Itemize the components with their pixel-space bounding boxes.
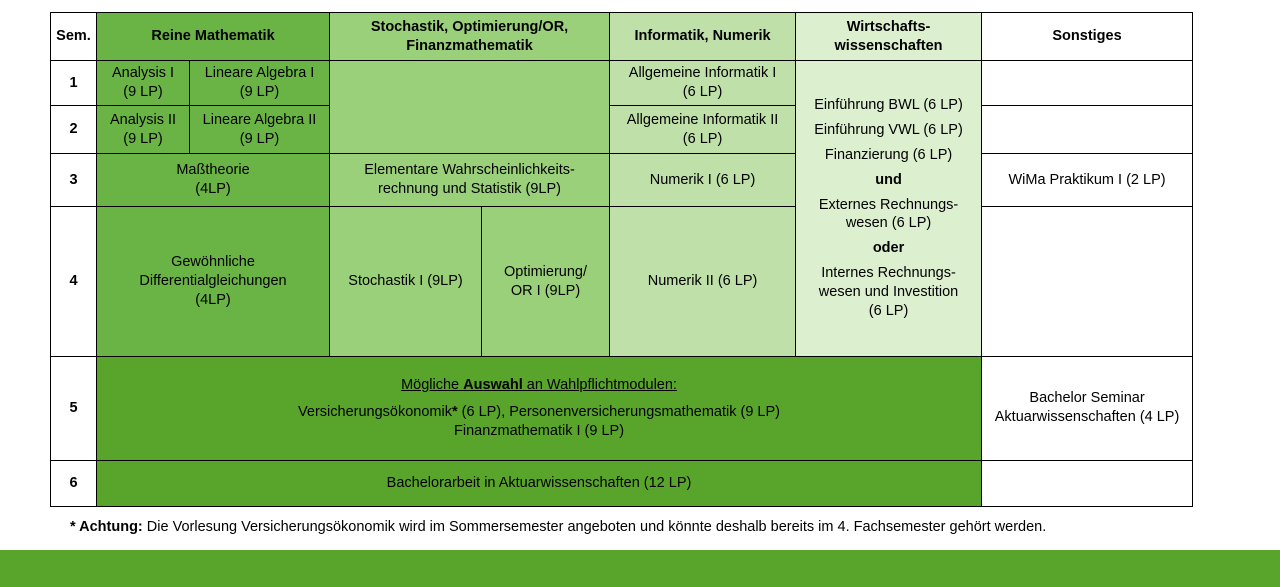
wahlpflicht-title: Mögliche Auswahl an Wahlpflichtmodulen:	[99, 376, 979, 395]
module-name-line2: rechnung und Statistik (9LP)	[378, 181, 561, 198]
module-name: Lineare Algebra II	[202, 111, 317, 128]
semester-number: 3	[50, 153, 97, 208]
module-credits: (6 LP)	[682, 84, 723, 101]
semester-number: 2	[50, 105, 97, 155]
wirtschaft-intern: Internes Rechnungs- wesen und Investitio…	[798, 264, 979, 321]
wirtschaft-intern-line2: wesen und Investition	[818, 283, 959, 300]
module-name-line1: Elementare Wahrscheinlichkeits-	[364, 162, 575, 179]
module-name: Analysis II	[109, 111, 177, 128]
semester-row-3: 3 Maßtheorie (4LP) Elementare Wahrschein…	[50, 153, 1194, 208]
cell-sonstiges-2	[981, 105, 1194, 155]
module-name: Lineare Algebra I	[204, 65, 315, 82]
wirtschaft-oder: oder	[872, 240, 905, 257]
wirtschaft-finanzierung: Finanzierung (6 LP)	[824, 146, 953, 163]
module-name: Allgemeine Informatik I	[628, 65, 777, 82]
cell-sonstiges-1	[981, 60, 1194, 107]
wahlpflicht-line2: Finanzmathematik I (9 LP)	[453, 422, 625, 439]
cell-wima-praktikum: WiMa Praktikum I (2 LP)	[981, 153, 1194, 208]
cell-informatik-1: Allgemeine Informatik I (6 LP)	[609, 60, 797, 107]
module-name-line2: Aktuarwissenschaften (4 LP)	[994, 409, 1180, 426]
semester-row-5: 5 Mögliche Auswahl an Wahlpflichtmodulen…	[50, 355, 1194, 461]
semester-row-2: 2 Analysis II (9 LP) Lineare Algebra II …	[50, 105, 1194, 155]
cell-bachelorarbeit: Bachelorarbeit in Aktuarwissenschaften (…	[95, 459, 983, 508]
wirtschaft-vwl: Einführung VWL (6 LP)	[814, 122, 963, 138]
cell-masstheorie: Maßtheorie (4LP)	[95, 153, 331, 208]
study-plan-table: Sem. Reine Mathematik Stochastik, Optimi…	[50, 11, 1194, 508]
header-stochastik-line1: Stochastik, Optimierung/OR,	[370, 18, 569, 35]
cell-stochastik-empty	[329, 60, 611, 155]
cell-lineare-algebra-2: Lineare Algebra II (9 LP)	[188, 105, 331, 155]
header-wirtschaft: Wirtschafts- wissenschaften	[795, 11, 983, 62]
header-stochastik-line2: Finanzmathematik	[406, 37, 533, 54]
cell-wahlpflicht: Mögliche Auswahl an Wahlpflichtmodulen: …	[95, 355, 983, 461]
header-row: Sem. Reine Mathematik Stochastik, Optimi…	[50, 11, 1194, 62]
wirtschaft-intern-line3: (6 LP)	[868, 302, 909, 319]
wirtschaft-intern-line1: Internes Rechnungs-	[821, 265, 956, 282]
wahlpflicht-line1-post: (6 LP), Personenversicherungsmathematik …	[457, 403, 780, 420]
semester-number: 4	[50, 206, 97, 357]
header-reine-mathematik: Reine Mathematik	[95, 11, 331, 62]
header-wirtschaft-line2: wissenschaften	[834, 37, 943, 54]
cell-lineare-algebra-1: Lineare Algebra I (9 LP)	[188, 60, 331, 107]
module-name: Optimierung/	[504, 263, 588, 280]
module-credits: OR I (9LP)	[510, 282, 581, 299]
cell-numerik-2: Numerik II (6 LP)	[609, 206, 797, 357]
header-sonstiges: Sonstiges	[981, 11, 1194, 62]
module-credits: (4LP)	[195, 291, 231, 308]
cell-sonstiges-4	[981, 206, 1194, 357]
cell-bachelor-seminar: Bachelor Seminar Aktuarwissenschaften (4…	[981, 355, 1194, 461]
cell-stochastik-1: Stochastik I (9LP)	[329, 206, 483, 357]
module-credits: (6 LP)	[682, 130, 723, 147]
cell-informatik-2: Allgemeine Informatik II (6 LP)	[609, 105, 797, 155]
wirtschaft-extern-line2: wesen (6 LP)	[845, 215, 932, 232]
cell-wahrscheinlichkeitsrechnung: Elementare Wahrscheinlichkeits- rechnung…	[329, 153, 611, 208]
module-name-line2: Differentialgleichungen	[139, 273, 287, 290]
cell-numerik-1: Numerik I (6 LP)	[609, 153, 797, 208]
semester-number: 1	[50, 60, 97, 107]
semester-number: 6	[50, 459, 97, 508]
footnote-label: * Achtung:	[70, 519, 143, 535]
module-credits: (9 LP)	[123, 84, 163, 101]
header-stochastik: Stochastik, Optimierung/OR, Finanzmathem…	[329, 11, 611, 62]
header-sem: Sem.	[50, 11, 97, 62]
module-credits: (9 LP)	[239, 130, 280, 147]
footnote-star: *	[451, 403, 458, 420]
wirtschaft-extern-line1: Externes Rechnungs-	[818, 196, 959, 213]
module-name: Maßtheorie	[176, 162, 250, 179]
module-credits: (9 LP)	[123, 130, 163, 147]
cell-analysis-1: Analysis I (9 LP)	[96, 60, 190, 107]
wahlpflicht-line1: Versicherungsökonomik* (6 LP), Personenv…	[99, 403, 979, 422]
wahlpflicht-title-pre: Mögliche	[401, 376, 464, 393]
module-name-line1: Gewöhnliche	[171, 254, 255, 271]
semester-row-4: 4 Gewöhnliche Differentialgleichungen (4…	[50, 206, 1194, 357]
wahlpflicht-title-bold: Auswahl	[463, 376, 523, 393]
header-informatik: Informatik, Numerik	[609, 11, 797, 62]
wirtschaft-und: und	[875, 171, 902, 188]
wirtschaft-extern: Externes Rechnungs- wesen (6 LP)	[798, 196, 979, 234]
module-name-line1: Bachelor Seminar	[1029, 390, 1145, 407]
cell-optimierung: Optimierung/ OR I (9LP)	[481, 206, 611, 357]
footer-bar	[0, 550, 1280, 587]
module-name: Allgemeine Informatik II	[626, 111, 779, 128]
wahlpflicht-line1-pre: Versicherungsökonomik	[298, 403, 452, 420]
semester-row-1: 1 Analysis I (9 LP) Lineare Algebra I (9…	[50, 60, 1194, 357]
semester-row-6: 6 Bachelorarbeit in Aktuarwissenschaften…	[50, 459, 1194, 508]
header-wirtschaft-line1: Wirtschafts-	[846, 18, 931, 35]
cell-analysis-2: Analysis II (9 LP)	[96, 105, 190, 155]
wahlpflicht-title-post: an Wahlpflichtmodulen:	[522, 376, 677, 393]
semester-number: 5	[50, 355, 97, 461]
cell-wirtschaft: Einführung BWL (6 LP) Einführung VWL (6 …	[795, 60, 983, 357]
footnote-text: Die Vorlesung Versicherungsökonomik wird…	[142, 519, 1047, 535]
cell-sonstiges-6	[981, 459, 1194, 508]
module-credits: (4LP)	[195, 181, 231, 198]
wirtschaft-bwl: Einführung BWL (6 LP)	[814, 97, 963, 114]
module-credits: (9 LP)	[239, 84, 280, 101]
footnote: * Achtung: Die Vorlesung Versicherungsök…	[70, 519, 1046, 535]
module-name: Analysis I	[111, 65, 175, 82]
cell-differentialgleichungen: Gewöhnliche Differentialgleichungen (4LP…	[95, 206, 331, 357]
